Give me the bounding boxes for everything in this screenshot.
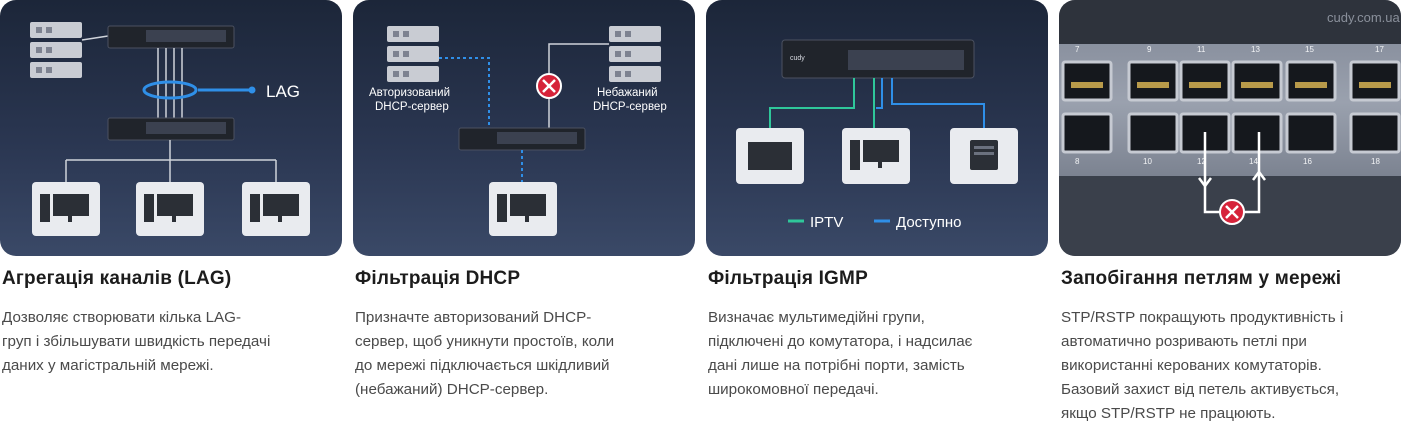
authorized-server-label: Авторизований <box>369 87 450 99</box>
rogue-server-label: Небажаний <box>597 87 658 99</box>
igmp-diagram: cudy IPTV <box>736 39 1018 231</box>
description-line: сервер, щоб уникнути простоїв, коли <box>355 333 615 350</box>
feature-description: STP/RSTP покращують продуктивність і авт… <box>1061 306 1401 426</box>
description-line: Дозволяє створювати кілька LAG- <box>2 309 242 326</box>
igmp-illustration: cudy IPTV <box>706 0 1048 256</box>
server-stack-icon <box>30 22 82 78</box>
feature-card-igmp: cudy IPTV <box>706 0 1048 398</box>
port-number: 8 <box>1075 157 1080 166</box>
lag-illustration: LAG <box>0 0 342 256</box>
switch-icon: cudy <box>781 39 975 79</box>
feature-title: Запобігання петлям у мережі <box>1061 268 1342 289</box>
feature-card-dhcp: Авторизований DHCP-сервер Небажаний DHCP… <box>353 0 695 398</box>
feature-description: Призначте авторизований DHCP- сервер, що… <box>355 306 695 402</box>
port-number: 12 <box>1197 157 1206 166</box>
blocked-icon <box>536 73 562 99</box>
description-line: використанні керованих комутаторів. <box>1061 357 1322 374</box>
description-line: STP/RSTP покращують продуктивність і <box>1061 309 1344 326</box>
port-number: 7 <box>1075 45 1080 54</box>
description-line: Призначте авторизований DHCP- <box>355 309 592 326</box>
feature-title: Агрегація каналів (LAG) <box>2 268 232 289</box>
authorized-server-label: DHCP-сервер <box>375 101 449 113</box>
port-panel-diagram: 7 9 11 13 15 17 <box>1059 0 1401 256</box>
switch-icon <box>107 25 235 49</box>
dhcp-diagram: Авторизований DHCP-сервер Небажаний DHCP… <box>369 26 667 236</box>
feature-card-lag: LAG <box>0 0 342 374</box>
brand-label: cudy <box>790 55 805 62</box>
description-line: (небажаний) DHCP-сервер. <box>355 381 549 398</box>
feature-title: Фільтрація DHCP <box>355 268 521 289</box>
computer-icon <box>242 182 310 236</box>
description-line: якщо STP/RSTP не працюють. <box>1061 405 1276 422</box>
lag-label: LAG <box>266 82 300 101</box>
port-number: 9 <box>1147 45 1152 54</box>
computer-icon <box>32 182 100 236</box>
ethernet-port-row <box>1061 60 1401 102</box>
computer-icon <box>489 182 557 236</box>
port-number: 13 <box>1251 45 1260 54</box>
feature-card-loop-prevention: 7 9 11 13 15 17 <box>1059 0 1401 422</box>
description-line: до мережі підключається шкідливий <box>355 357 610 374</box>
description-line: дані лише на потрібні порти, замість <box>708 357 965 374</box>
ethernet-port-row <box>1061 112 1401 154</box>
port-number: 17 <box>1375 45 1384 54</box>
rogue-server-label: DHCP-сервер <box>593 101 667 113</box>
tv-icon <box>736 128 804 184</box>
port-number: 15 <box>1305 45 1314 54</box>
port-number: 11 <box>1197 45 1206 54</box>
description-line: даних у магістральній мережі. <box>2 357 214 374</box>
feature-title: Фільтрація IGMP <box>708 268 868 289</box>
available-legend-label: Доступно <box>896 214 961 231</box>
dhcp-illustration: Авторизований DHCP-сервер Небажаний DHCP… <box>353 0 695 256</box>
description-line: груп і збільшувати швидкість передачі <box>2 333 271 350</box>
authorized-server-icon <box>387 26 439 82</box>
description-line: широкомовної передачі. <box>708 381 879 398</box>
nas-icon <box>950 128 1018 184</box>
iptv-legend-label: IPTV <box>810 214 843 231</box>
port-number: 14 <box>1249 157 1258 166</box>
watermark-label: cudy.com.ua <box>1327 10 1401 25</box>
switch-icon <box>458 127 586 151</box>
switch-icon <box>107 117 235 141</box>
blocked-icon <box>1219 199 1245 225</box>
rogue-server-icon <box>609 26 661 82</box>
description-line: Визначає мультимедійні групи, <box>708 309 925 326</box>
loop-prevention-illustration: 7 9 11 13 15 17 <box>1059 0 1401 256</box>
feature-description: Визначає мультимедійні групи, підключені… <box>708 306 1048 402</box>
description-line: підключені до комутатора, і надсилає <box>708 333 973 350</box>
computer-icon <box>842 128 910 184</box>
port-number: 18 <box>1371 157 1380 166</box>
port-number: 10 <box>1143 157 1152 166</box>
description-line: Базовий захист від петель активується, <box>1061 381 1340 398</box>
description-line: автоматично розривають петлі при <box>1061 333 1307 350</box>
computer-icon <box>136 182 204 236</box>
port-number: 16 <box>1303 157 1312 166</box>
feature-description: Дозволяє створювати кілька LAG- груп і з… <box>2 306 342 378</box>
lag-diagram: LAG <box>30 22 310 236</box>
